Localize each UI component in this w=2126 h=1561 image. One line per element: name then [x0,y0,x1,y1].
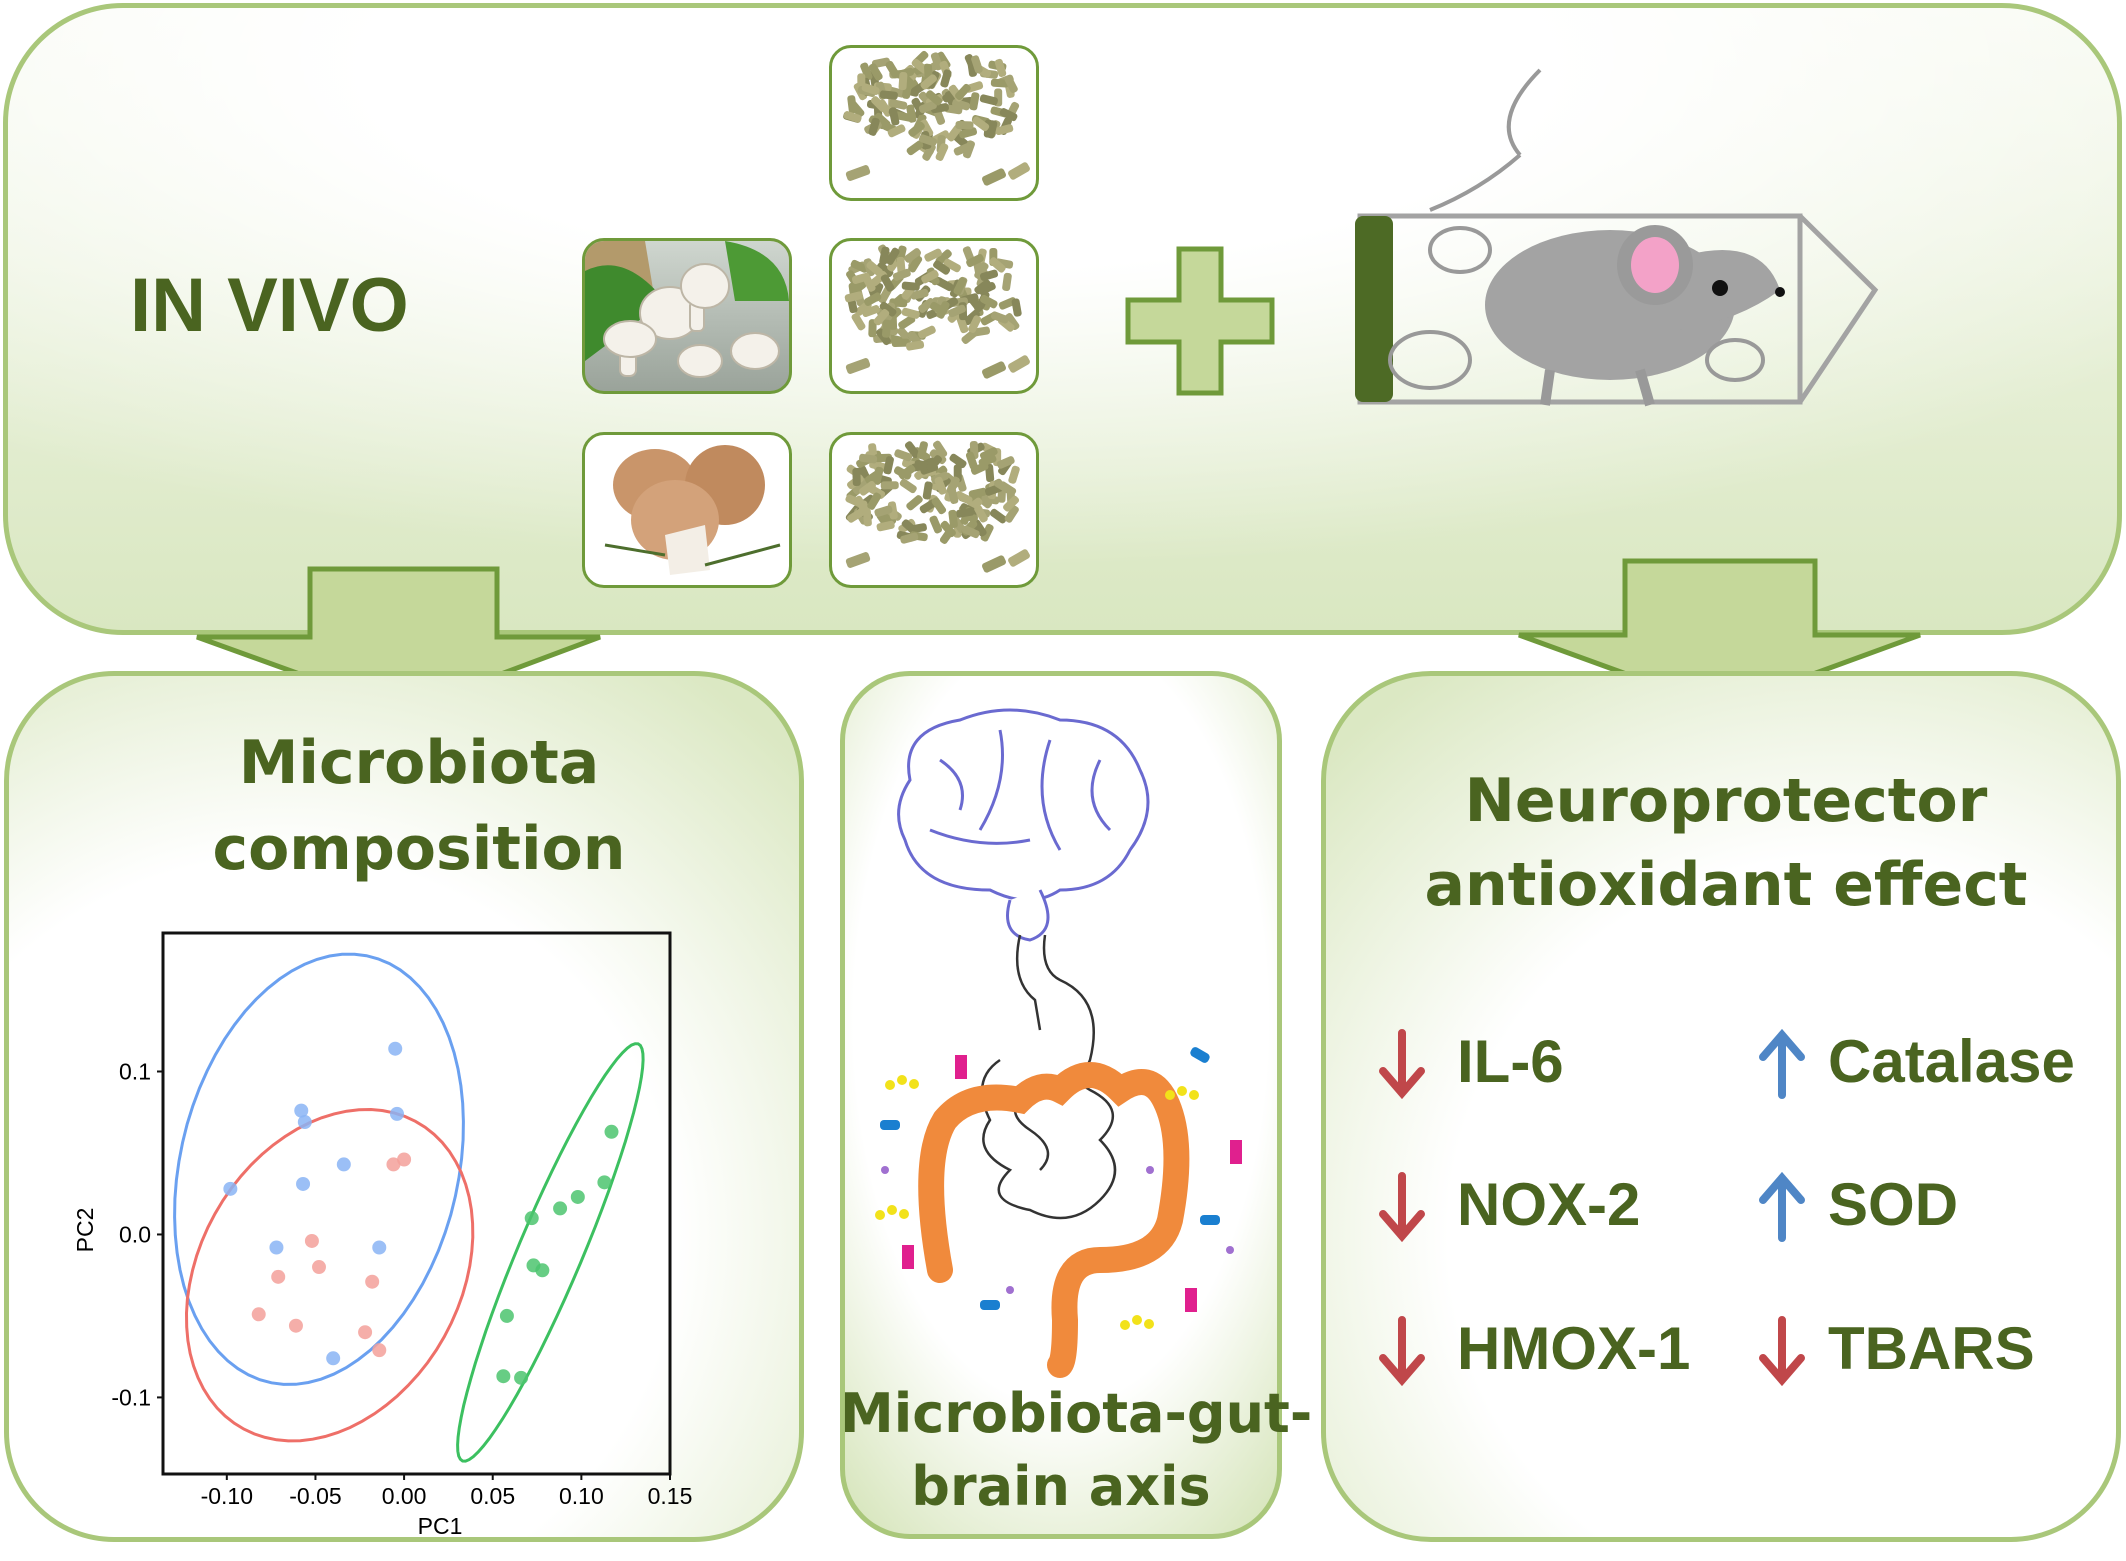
brain-gut-icon [875,708,1242,1378]
confidence-ellipse [456,1042,645,1463]
y-axis-label: PC2 [72,1208,98,1253]
gut-brain-title-line2: brain axis [911,1455,1211,1518]
x-axis-label: PC1 [418,1513,463,1539]
x-tick-label: -0.05 [289,1483,341,1509]
data-point [271,1269,286,1284]
pellet-food-image [829,45,1039,201]
data-point [388,1041,403,1056]
arrow-down-icon [1377,1029,1427,1100]
arrow-up-icon [1757,1028,1807,1099]
data-point [269,1240,284,1255]
arrow-down-icon [1757,1316,1807,1387]
x-tick-label: 0.05 [470,1483,515,1509]
x-tick-label: 0.10 [559,1483,604,1509]
data-point [496,1369,511,1384]
y-tick-label: -0.1 [111,1384,151,1410]
effect-label: Catalase [1828,1028,2075,1095]
white-mushroom-image [582,238,792,394]
microbiota-title-line2: composition [212,814,626,884]
arrow-up-icon [1757,1171,1807,1242]
neuroprotector-panel [1321,671,2121,1542]
data-point [251,1307,266,1322]
microbiota-title-line1: Microbiota [238,728,600,798]
data-point [397,1152,412,1167]
data-point [365,1274,380,1289]
data-point [294,1103,309,1118]
data-point [535,1263,550,1278]
in-vivo-title: IN VIVO [130,263,409,348]
data-point [288,1318,303,1333]
arrow-down-icon [1377,1172,1427,1243]
effect-label: IL-6 [1457,1028,1564,1095]
data-point [570,1189,585,1204]
arrow-down-icon [1377,1316,1427,1387]
data-point [514,1370,529,1385]
data-point [499,1308,514,1323]
data-point [312,1260,326,1275]
effect-label: SOD [1828,1171,1959,1238]
pellet-food-image [829,432,1039,588]
data-point [358,1325,373,1340]
data-point [296,1176,311,1191]
data-point [223,1181,238,1196]
data-point [304,1233,319,1248]
x-tick-label: -0.10 [201,1483,253,1509]
neuroprotector-title-line2: antioxidant effect [1424,850,2028,920]
plus-icon [1125,246,1275,396]
data-point [372,1343,387,1358]
confidence-ellipse [184,1107,475,1443]
y-tick-label: 0.0 [119,1221,151,1247]
neuroprotector-title-line1: Neuroprotector [1464,766,1988,836]
data-point [597,1175,612,1190]
data-point [297,1115,312,1130]
in-vivo-panel [3,3,2122,635]
effect-label: NOX-2 [1457,1171,1641,1238]
data-point [386,1157,401,1172]
brown-mushroom-image [582,432,792,588]
y-tick-label: 0.1 [119,1059,151,1085]
mouse-in-tube-icon [1355,68,1879,407]
data-point [604,1124,619,1139]
pca-scatter-plot: -0.10 -0.05 0.00 0.05 0.10 0.15 -0.1 0.0 0.1 PC1… [72,931,693,1539]
data-point [326,1351,341,1366]
confidence-ellipse [173,952,465,1386]
data-point [390,1106,404,1121]
data-point [553,1201,568,1216]
effect-label: HMOX-1 [1457,1315,1691,1382]
pellet-food-image [829,238,1039,394]
plot-frame [161,931,672,1476]
data-point [336,1157,351,1172]
effect-label: TBARS [1828,1315,2035,1382]
x-tick-label: 0.00 [382,1483,427,1509]
gut-brain-title-line1: Microbiota-gut- [840,1382,1313,1445]
data-point [524,1211,539,1226]
x-tick-label: 0.15 [648,1483,693,1509]
data-point [372,1240,387,1255]
